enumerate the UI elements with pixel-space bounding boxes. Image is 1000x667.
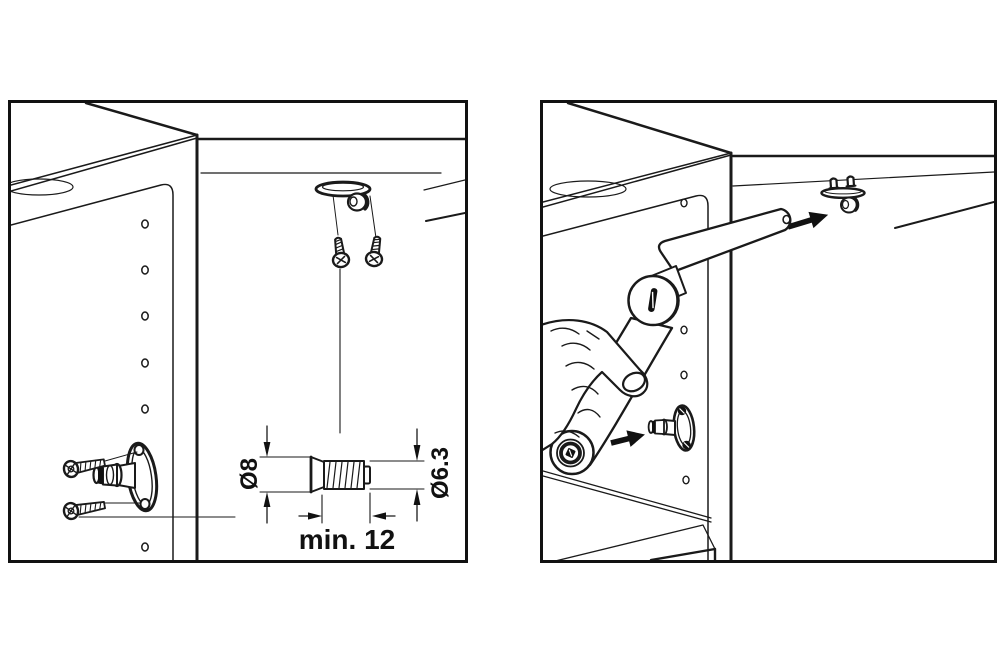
top-mounting-screws [328,234,387,434]
side-mounting-stud [92,441,159,513]
wood-grain-oval [549,180,627,198]
step-1-illustration: Ø8 Ø6.3 min. 12 [11,103,465,560]
lever-arm [549,207,792,476]
cabinet-line-art [11,103,465,560]
dim-label-thread-diameter: Ø6.3 [427,447,454,499]
thumb [621,371,647,393]
screw-dimension-drawing: Ø8 Ø6.3 min. 12 [236,425,454,555]
direction-arrow-side [610,430,645,447]
side-stud-installed [647,404,696,452]
top-mounting-plate [314,180,377,239]
top-plate-installed [820,175,866,214]
arm-screw-hole [782,214,791,225]
step-2-illustration [543,103,994,560]
dim-label-head-diameter: Ø8 [236,458,263,490]
step-2-panel [540,100,997,563]
pivot-boss [549,429,595,476]
screw-tip [845,175,857,188]
cabinet-line-art [543,103,994,560]
adjustment-slot [648,288,658,312]
step-1-panel: Ø8 Ø6.3 min. 12 [8,100,468,563]
screw-tip [828,177,840,190]
bottom-shelf-lines [543,470,717,560]
installer-hand [543,319,649,452]
wood-grain-oval [11,178,74,196]
direction-arrow-top [787,211,829,230]
side-mounting-screws [61,451,236,522]
dim-label-min-depth: min. 12 [299,524,395,555]
leader-lines [332,194,377,239]
